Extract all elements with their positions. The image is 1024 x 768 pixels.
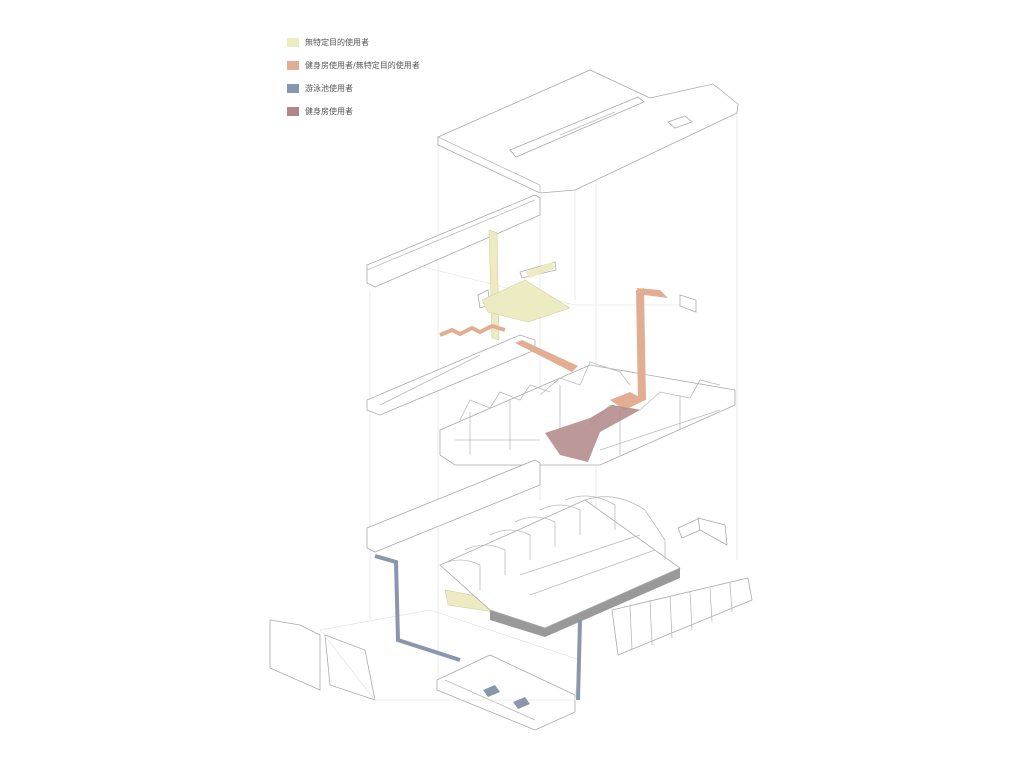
middle-floor <box>366 334 736 466</box>
legend-label: 健身房使用者 <box>305 106 353 116</box>
path-gym-general-users <box>439 288 668 410</box>
legend-label: 游泳池使用者 <box>305 83 353 93</box>
legend-swatch-orange <box>287 60 299 70</box>
legend-label: 健身房使用者/無特定目的使用者 <box>305 60 420 70</box>
legend-swatch-mauve <box>287 106 299 116</box>
roof <box>437 69 739 194</box>
legend-item-general-users: 無特定目的使用者 <box>287 36 420 48</box>
path-pool-users <box>374 554 582 709</box>
basement <box>269 609 581 731</box>
legend-swatch-yellow <box>287 37 299 47</box>
lower-floor <box>366 459 753 656</box>
legend-item-pool-users: 游泳池使用者 <box>287 82 420 94</box>
path-gym-users <box>545 405 640 462</box>
legend-item-gym-general-users: 健身房使用者/無特定目的使用者 <box>287 59 420 71</box>
roof-skylight <box>509 96 645 158</box>
legend-item-gym-users: 健身房使用者 <box>287 105 420 117</box>
legend: 無特定目的使用者 健身房使用者/無特定目的使用者 游泳池使用者 健身房使用者 <box>287 36 420 128</box>
legend-swatch-blue <box>287 83 299 93</box>
path-general-users <box>444 229 571 613</box>
legend-label: 無特定目的使用者 <box>305 37 369 47</box>
